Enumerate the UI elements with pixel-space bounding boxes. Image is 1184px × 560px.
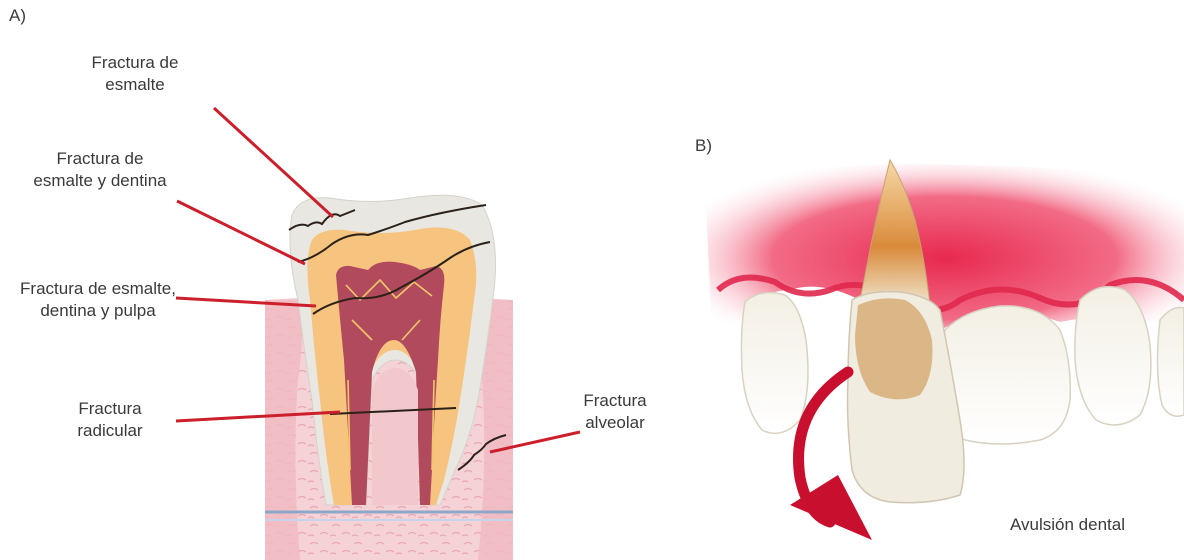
lateral-incisor-right xyxy=(1075,287,1151,425)
tooth-cross-section xyxy=(265,195,513,560)
label-line: Fractura de xyxy=(55,52,215,74)
lateral-incisor-left xyxy=(741,293,808,434)
label-line: esmalte y dentina xyxy=(5,170,195,192)
label-avulsion: Avulsión dental xyxy=(1010,514,1160,536)
label-line: Fractura de xyxy=(5,148,195,170)
canine-right xyxy=(1157,308,1184,417)
label-line: Fractura xyxy=(55,398,165,420)
label-enamel-dentin-pulp-fracture: Fractura de esmalte, dentina y pulpa xyxy=(8,278,188,322)
label-line: esmalte xyxy=(55,74,215,96)
panel-b-letter: B) xyxy=(695,136,712,156)
pointer-enamel xyxy=(214,108,333,217)
label-alveolar-fracture: Fractura alveolar xyxy=(570,390,660,434)
label-root-fracture: Fractura radicular xyxy=(55,398,165,442)
label-enamel-fracture: Fractura de esmalte xyxy=(55,52,215,96)
avulsion-illustration xyxy=(705,160,1184,540)
label-line: Fractura xyxy=(570,390,660,412)
label-line: radicular xyxy=(55,420,165,442)
panel-a-letter: A) xyxy=(9,6,26,26)
pointer-enamel-dentin xyxy=(177,201,305,264)
label-line: Fractura de esmalte, xyxy=(8,278,188,300)
label-line: alveolar xyxy=(570,412,660,434)
label-line: dentina y pulpa xyxy=(8,300,188,322)
label-enamel-dentin-fracture: Fractura de esmalte y dentina xyxy=(5,148,195,192)
